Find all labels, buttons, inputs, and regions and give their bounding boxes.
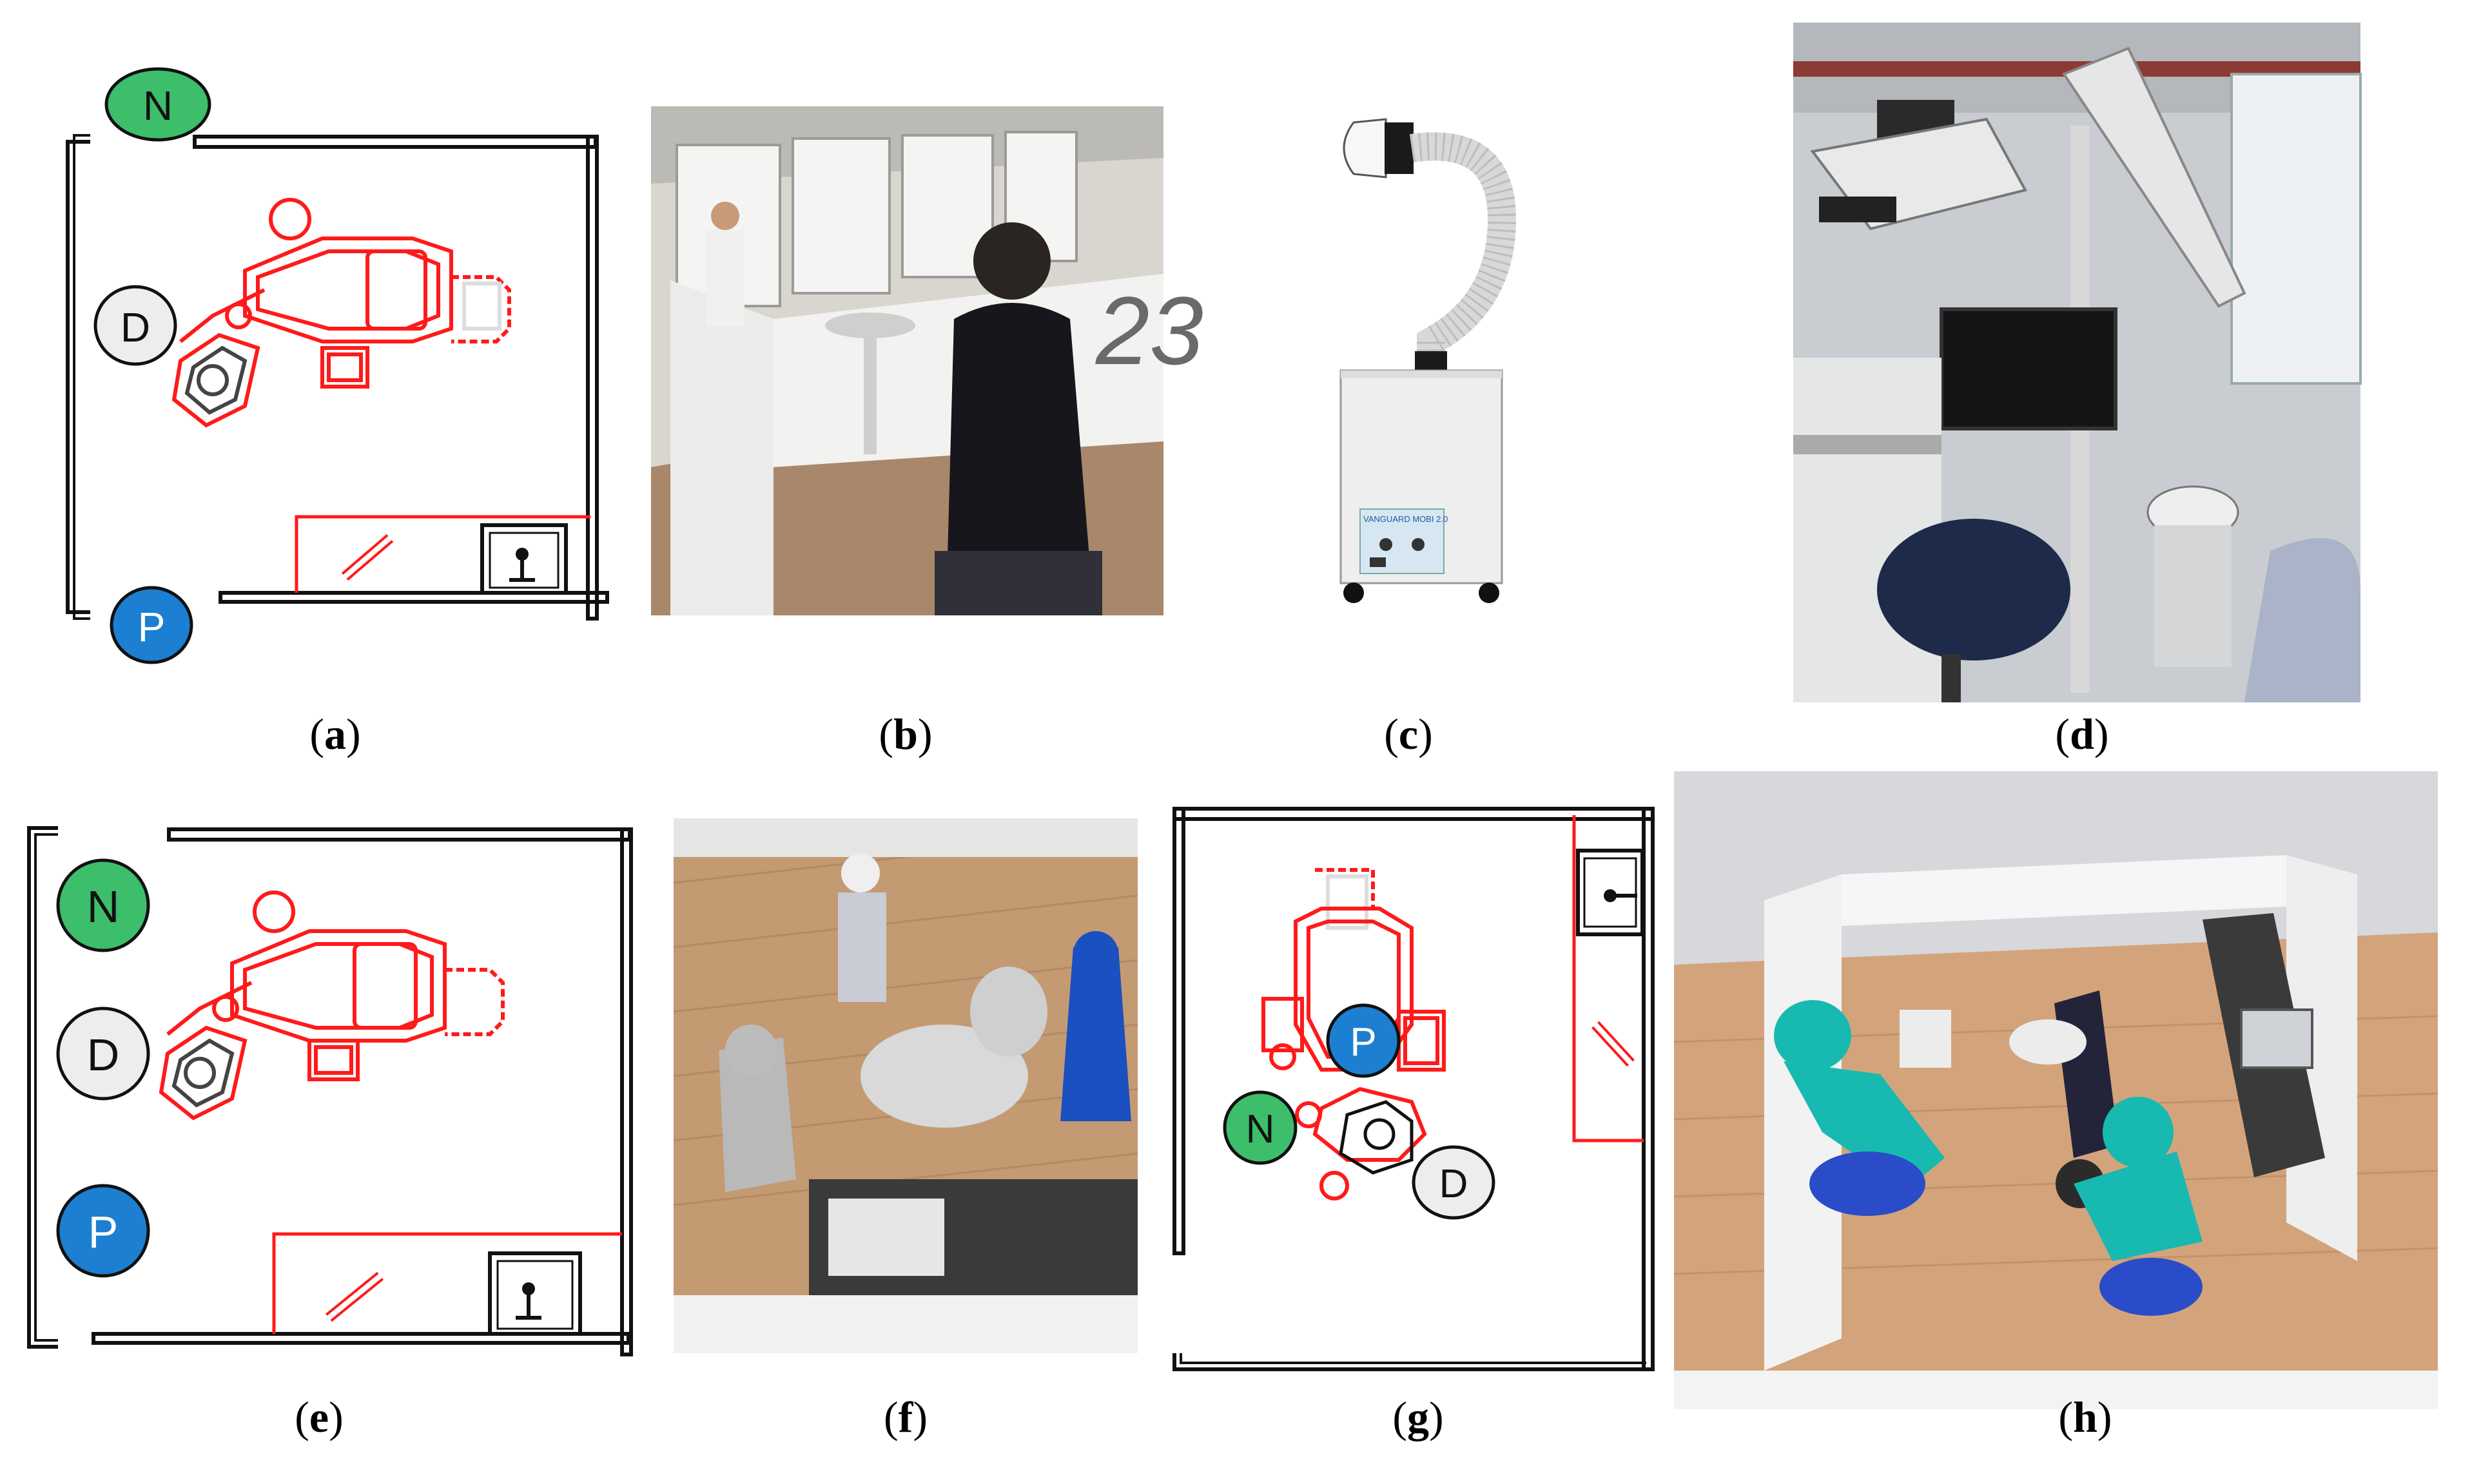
caption-b: (b): [879, 709, 933, 758]
dental-chair-outline: [1261, 868, 1446, 1200]
dentist-chair-outline: [1339, 1100, 1414, 1175]
device-label: VANGUARD MOBI 2.0: [1363, 514, 1448, 524]
patient-label: P: [88, 1207, 119, 1257]
dentist-label: D: [1439, 1162, 1468, 1206]
caption-d: (d): [2055, 709, 2109, 758]
dentist-marker: D: [93, 285, 177, 366]
caption-a: (a): [309, 709, 361, 758]
floor-plan-g: P N D: [1172, 807, 1655, 1371]
room-walls: [1172, 807, 1655, 1371]
room-walls: [27, 826, 633, 1356]
nurse-label: N: [143, 82, 173, 129]
dental-chair-outline: [159, 891, 505, 1121]
nurse-label: N: [1246, 1107, 1275, 1152]
patient-marker: P: [1326, 1003, 1401, 1078]
nurse-marker: N: [56, 858, 150, 952]
dental-chair-outline: [171, 198, 511, 428]
caption-h: (h): [2058, 1392, 2112, 1441]
dentist-marker: D: [56, 1007, 150, 1101]
floor-plan-e: N D P: [27, 826, 633, 1356]
caption-g: (g): [1392, 1392, 1444, 1441]
render-b: 23: [651, 106, 1203, 615]
nurse-marker: N: [1223, 1090, 1298, 1165]
room-sign: 23: [1095, 276, 1203, 385]
dentist-label: D: [121, 304, 150, 351]
patient-label: P: [138, 604, 166, 650]
render-f: [673, 818, 1138, 1353]
patient-marker: P: [56, 1184, 150, 1278]
nurse-label: N: [87, 882, 120, 932]
caption-e: (e): [295, 1392, 344, 1441]
room-walls: [66, 134, 609, 621]
counter: [272, 1232, 622, 1336]
counter: [1572, 815, 1644, 1142]
dentist-label: D: [87, 1030, 120, 1080]
caption-f: (f): [884, 1392, 928, 1441]
patient-marker: P: [110, 586, 193, 664]
dentist-marker: D: [1412, 1145, 1495, 1220]
render-h: [1673, 771, 2438, 1409]
caption-c: (c): [1384, 709, 1433, 758]
floor-plan-a: N D P: [66, 67, 609, 664]
counter: [295, 515, 590, 595]
patient-label: P: [1350, 1020, 1376, 1065]
photo-d: [1793, 23, 2362, 702]
device-c: VANGUARD MOBI 2.0: [1339, 118, 1517, 603]
nurse-marker: N: [104, 67, 211, 142]
